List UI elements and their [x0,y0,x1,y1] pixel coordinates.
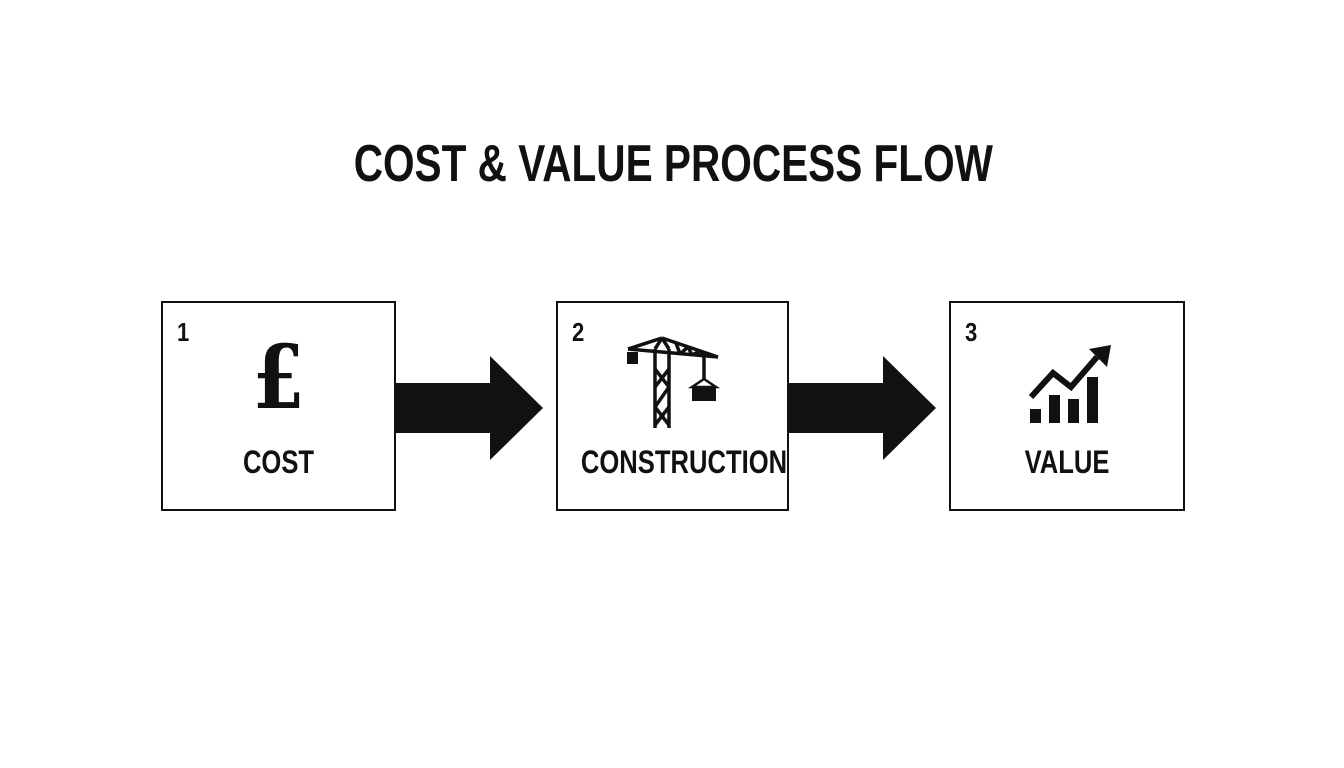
pound-icon: £ [252,325,305,429]
step-number: 2 [572,317,585,347]
step-box-value: 3 VALUE [949,301,1185,511]
arrow-right-icon [394,356,543,460]
step-label: CONSTRUCTION [580,444,788,480]
step-box-construction: 2 C [556,301,789,511]
crane-icon [627,336,721,428]
step-label: VALUE [1024,444,1110,480]
growth-chart-icon [1028,345,1111,423]
arrow-right-icon [787,356,936,460]
diagram-title: COST & VALUE PROCESS FLOW [353,135,993,193]
step-number: 3 [965,317,978,347]
step-box-cost: 1 £ COST [161,301,396,511]
step-label: COST [242,444,315,480]
step-number: 1 [177,317,190,347]
